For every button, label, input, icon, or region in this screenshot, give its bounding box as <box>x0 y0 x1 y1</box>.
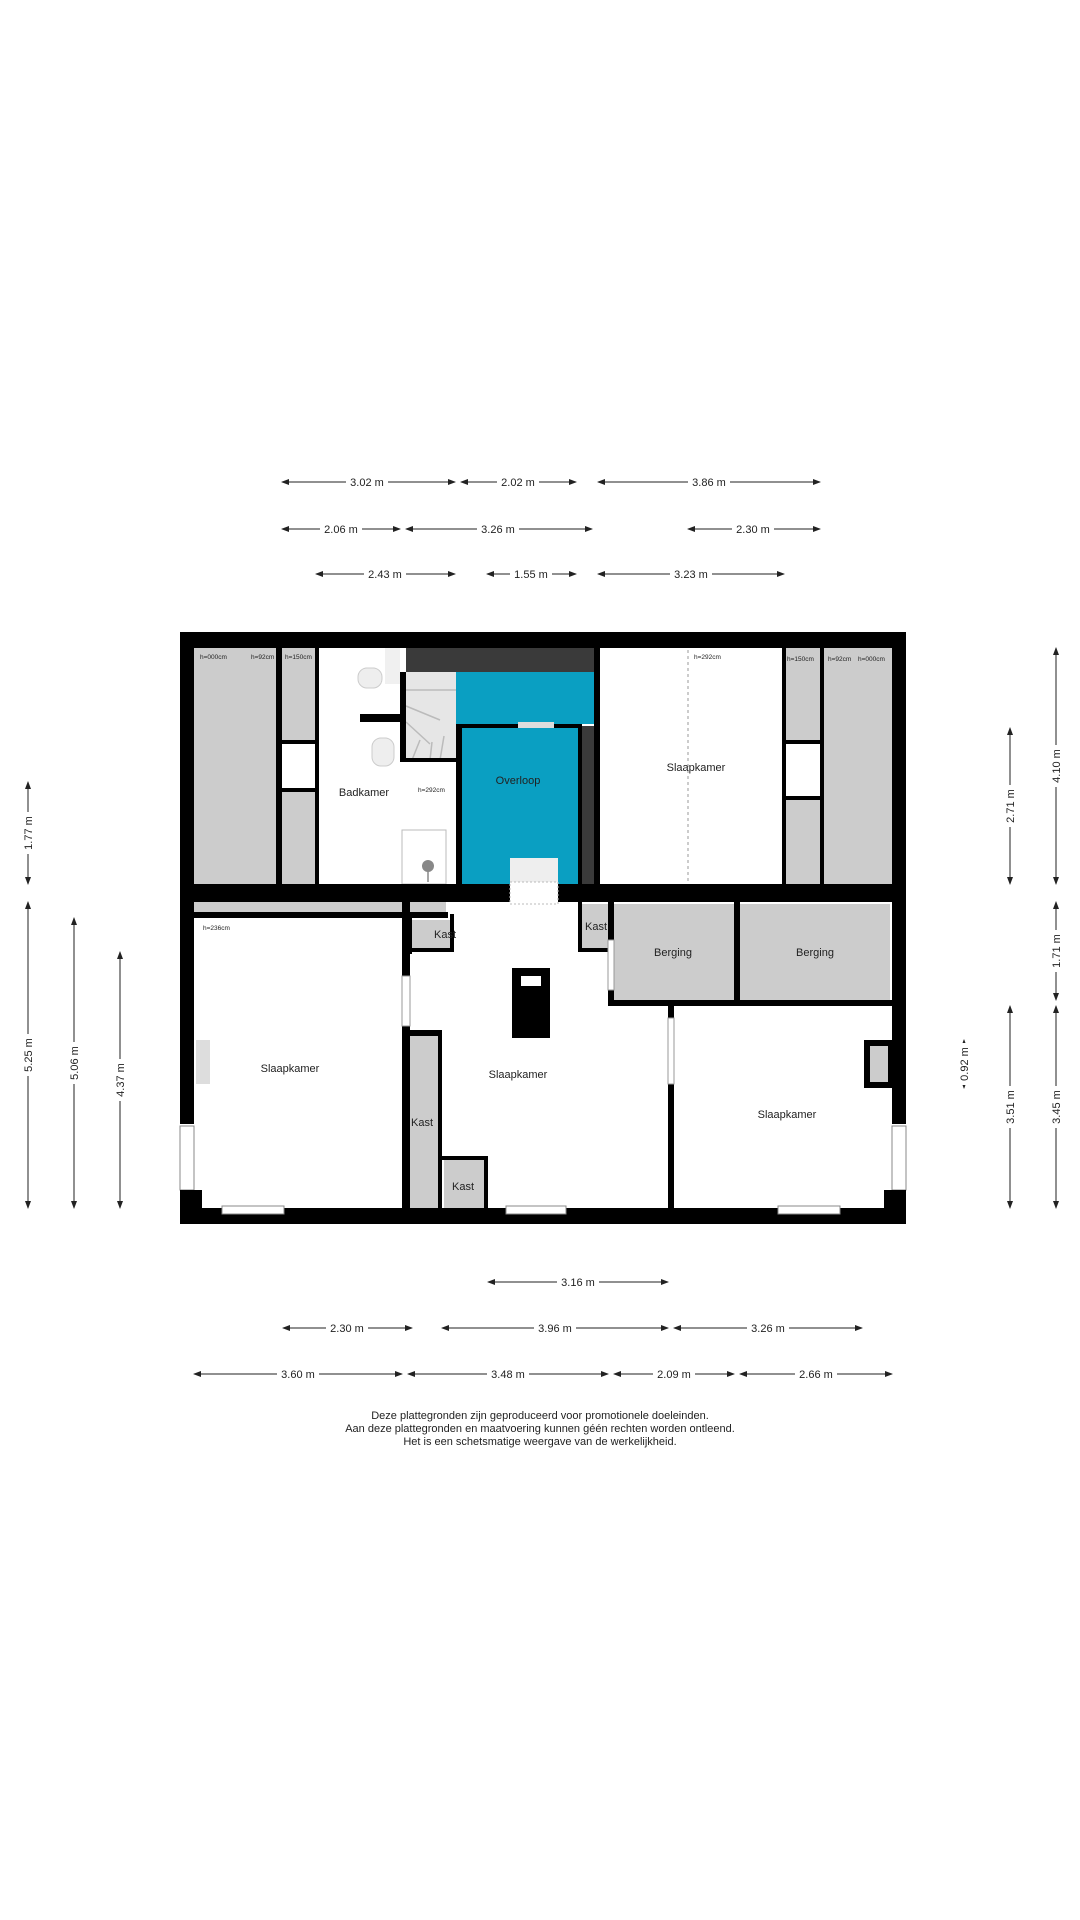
overloop-upper <box>456 672 594 724</box>
room-label-kast-4: Kast <box>452 1181 474 1193</box>
room-label-kast-1: Kast <box>434 929 456 941</box>
height-label: h=92cm <box>828 656 851 663</box>
dim-label: 5.06 m <box>69 1046 81 1080</box>
disclaimer-line: Aan deze plattegronden en maatvoering ku… <box>345 1423 735 1435</box>
dim-label: 3.02 m <box>350 477 384 489</box>
overloop-opening <box>510 858 558 884</box>
height-label: h=000cm <box>858 656 885 663</box>
kast-1-area <box>412 920 450 950</box>
dim-label: 1.71 m <box>1051 934 1063 968</box>
lower-storage-strip <box>194 902 446 914</box>
dim-label: 2.30 m <box>736 524 770 536</box>
dim-label: 3.96 m <box>538 1323 572 1335</box>
openings <box>179 722 907 1224</box>
dim-label: 2.43 m <box>368 569 402 581</box>
room-label-slaapkamer-ne: Slaapkamer <box>667 762 726 774</box>
dim-label: 3.45 m <box>1051 1090 1063 1124</box>
dim-label: 1.77 m <box>23 816 35 850</box>
sink-icon <box>371 737 395 767</box>
dim-label: 3.26 m <box>751 1323 785 1335</box>
dim-label: 2.02 m <box>501 477 535 489</box>
disclaimer: Deze plattegronden zijn geproduceerd voo… <box>0 1410 1080 1449</box>
kast-4-area <box>444 1160 484 1208</box>
height-label: h=236cm <box>203 925 230 932</box>
dim-label: 4.37 m <box>115 1063 127 1097</box>
attic-storage-nw-3 <box>282 792 315 884</box>
toilet-icon <box>357 667 383 689</box>
height-label: h=292cm <box>694 654 721 661</box>
dim-label: 2.09 m <box>657 1369 691 1381</box>
dim-label: 2.06 m <box>324 524 358 536</box>
dim-label: 4.10 m <box>1051 749 1063 783</box>
walls <box>180 632 906 1224</box>
room-label-badkamer: Badkamer <box>339 787 389 799</box>
attic-storage-ne-3 <box>784 800 820 884</box>
dimension-labels-vertical: 1.77 m 5.25 m 5.06 m 4.37 m 0.92 m 2.71 … <box>20 745 1064 1128</box>
berging-1-area <box>612 904 734 1000</box>
room-label-slaapkamer-w: Slaapkamer <box>261 1063 320 1075</box>
shower-area <box>401 829 447 885</box>
dim-label: 5.25 m <box>23 1038 35 1072</box>
dark-shaft <box>582 726 594 884</box>
bath-shelf <box>360 714 404 722</box>
room-label-slaapkamer-c: Slaapkamer <box>489 1069 548 1081</box>
room-label-kast-2: Kast <box>585 921 607 933</box>
attic-storage-nw <box>193 648 276 884</box>
dim-label: 3.16 m <box>561 1277 595 1289</box>
height-label: h=150cm <box>285 654 312 661</box>
room-label-berging-1: Berging <box>654 947 692 959</box>
berging-2-area <box>740 904 890 1000</box>
dim-label: 3.48 m <box>491 1369 525 1381</box>
dim-label: 3.86 m <box>692 477 726 489</box>
dim-label: 3.60 m <box>281 1369 315 1381</box>
stair-steps <box>405 689 456 761</box>
stair-top-dark <box>406 648 594 672</box>
room-label-kast-3: Kast <box>411 1117 433 1129</box>
bath-wall-strip <box>385 648 400 684</box>
dim-label: 2.30 m <box>330 1323 364 1335</box>
kast-2-area <box>582 904 610 950</box>
dimension-labels: 3.02 m 2.02 m 3.86 m 2.06 m 3.26 m 2.30 … <box>277 474 837 1382</box>
height-label: h=000cm <box>200 654 227 661</box>
room-label-overloop: Overloop <box>496 775 541 787</box>
attic-storage-ne <box>822 648 892 884</box>
attic-storage-ne-2 <box>784 648 820 744</box>
dim-label: 0.92 m <box>959 1047 971 1081</box>
dim-label: 3.23 m <box>674 569 708 581</box>
room-label-slaapkamer-se: Slaapkamer <box>758 1109 817 1121</box>
overloop-main <box>458 726 578 884</box>
disclaimer-line: Het is een schetsmatige weergave van de … <box>403 1436 677 1448</box>
height-label: h=292cm <box>418 787 445 794</box>
room-label-berging-2: Berging <box>796 947 834 959</box>
dim-label: 1.55 m <box>514 569 548 581</box>
attic-storage-nw-2 <box>282 648 315 744</box>
height-label: h=150cm <box>787 656 814 663</box>
disclaimer-line: Deze plattegronden zijn geproduceerd voo… <box>371 1410 709 1422</box>
radiator-w <box>196 1040 210 1084</box>
kast-3-area <box>408 1036 438 1208</box>
dim-label: 2.71 m <box>1005 789 1017 823</box>
height-label: h=92cm <box>251 654 274 661</box>
dim-label: 3.51 m <box>1005 1090 1017 1124</box>
dim-label: 3.26 m <box>481 524 515 536</box>
dim-label: 2.66 m <box>799 1369 833 1381</box>
